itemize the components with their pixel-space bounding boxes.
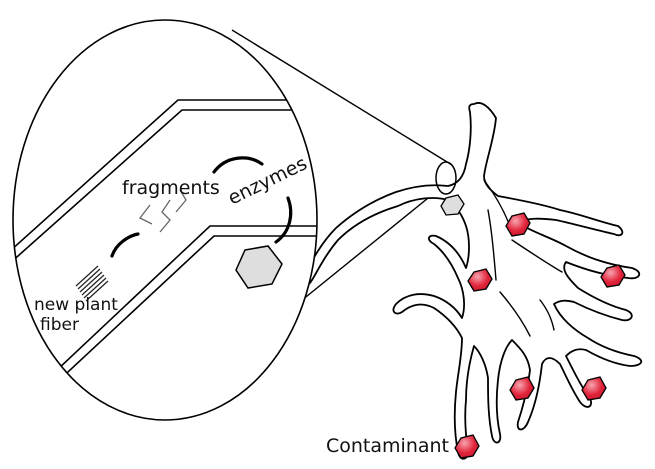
new-plant-label: new plant	[34, 295, 118, 315]
fragments-label: fragments	[122, 177, 220, 199]
contaminant-label: Contaminant	[326, 435, 449, 457]
contaminant-hexagon	[582, 377, 606, 400]
fiber-label: fiber	[40, 315, 79, 335]
